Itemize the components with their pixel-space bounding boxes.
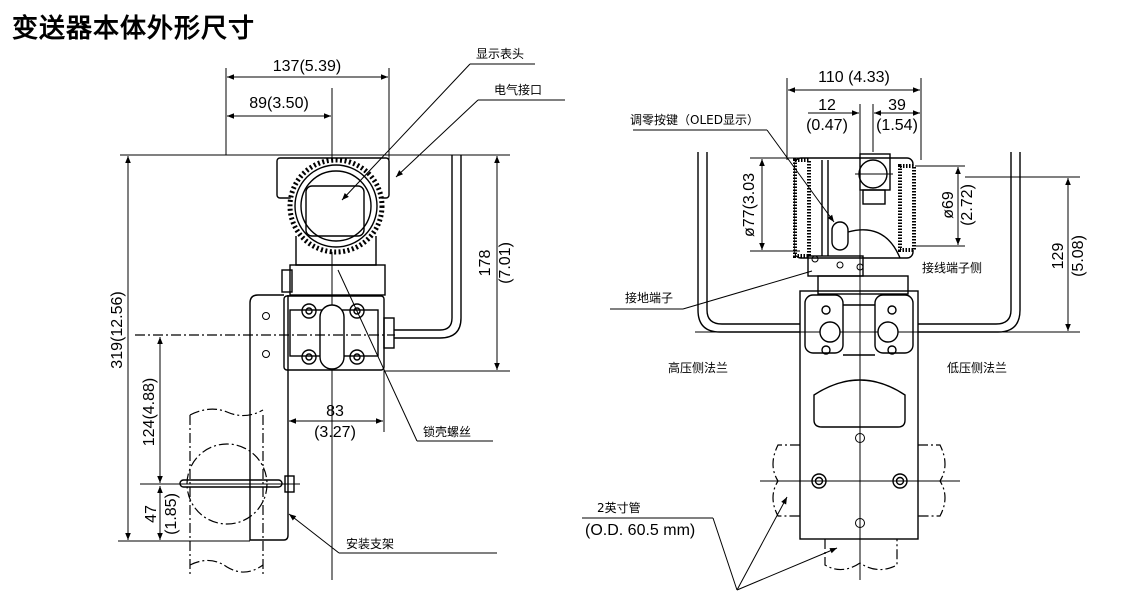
front-bracket-plate bbox=[760, 290, 960, 540]
front-flanges bbox=[804, 294, 914, 356]
dim-front-height-value: 129 bbox=[1050, 243, 1067, 270]
dim-front-height: 129 (5.08) bbox=[965, 176, 1087, 333]
front-pipe bbox=[772, 444, 946, 571]
dim-bracket-offset-inch: (3.27) bbox=[314, 424, 356, 441]
dim-total-height: 319(12.56) bbox=[109, 156, 250, 542]
callout-zero-button-label: 调零按键（OLED显示） bbox=[630, 113, 759, 127]
callout-high-pressure-label: 高压侧法兰 bbox=[668, 360, 728, 375]
dim-right-diameter-inch: (2.72) bbox=[959, 184, 976, 226]
dim-front-width-label: 110 (4.33) bbox=[818, 69, 890, 86]
callout-terminal-side-label: 接线端子侧 bbox=[922, 260, 982, 275]
callout-display-head-label: 显示表头 bbox=[476, 47, 524, 61]
dim-center-offset: 89(3.50) bbox=[227, 95, 331, 119]
dim-height-upper: 178 (7.01) bbox=[477, 156, 514, 370]
callout-high-pressure: 高压侧法兰 bbox=[668, 360, 728, 375]
callout-ground-terminal-label: 接地端子 bbox=[625, 290, 673, 305]
callout-display-head: 显示表头 bbox=[341, 47, 535, 201]
dim-right-offset-inch: (1.54) bbox=[876, 117, 918, 134]
dim-bottom-height-inch: (1.85) bbox=[163, 493, 180, 535]
dim-bracket-offset: 83 (3.27) bbox=[289, 370, 385, 441]
dim-bottom-height-value: 47 bbox=[143, 505, 160, 523]
front-housing bbox=[793, 153, 916, 295]
callout-lock-screw: 锁壳螺丝 bbox=[337, 269, 493, 442]
dim-right-offset: 39 (1.54) bbox=[874, 97, 920, 134]
dim-bottom-height: 47 (1.85) bbox=[143, 486, 180, 540]
dim-height-upper-inch: (7.01) bbox=[497, 242, 514, 284]
dim-left-offset: 12 (0.47) bbox=[806, 97, 859, 134]
front-view: 110 (4.33) 12 (0.47) 39 (1.54) bbox=[582, 69, 1087, 591]
callout-pipe: 2英寸管 (O.D. 60.5 mm) bbox=[582, 496, 838, 591]
callout-mounting-bracket: 安装支架 bbox=[288, 513, 497, 554]
display-head bbox=[276, 157, 390, 296]
dim-front-height-inch: (5.08) bbox=[1070, 235, 1087, 277]
callout-electrical-port: 电气接口 bbox=[395, 82, 565, 178]
dim-left-offset-value: 12 bbox=[818, 97, 836, 114]
dim-left-diameter: ø77(3.03 bbox=[741, 157, 800, 252]
callout-ground-terminal: 接地端子 bbox=[610, 270, 813, 310]
callout-pipe-od-label: (O.D. 60.5 mm) bbox=[585, 522, 695, 539]
callout-lock-screw-label: 锁壳螺丝 bbox=[423, 424, 471, 439]
side-pipe bbox=[140, 408, 300, 575]
dim-center-offset-label: 89(3.50) bbox=[249, 95, 309, 112]
dim-mid-height-label: 124(4.88) bbox=[141, 378, 158, 447]
dim-overall-width: 137(5.39) bbox=[227, 58, 388, 80]
callout-zero-button: 调零按键（OLED显示） bbox=[630, 113, 835, 223]
dim-front-width: 110 (4.33) bbox=[788, 69, 920, 93]
dim-right-diameter: ø69 (2.72) bbox=[915, 165, 976, 247]
dim-right-diameter-value: ø69 bbox=[940, 191, 957, 219]
dim-left-offset-inch: (0.47) bbox=[806, 117, 848, 134]
callout-low-pressure-label: 低压侧法兰 bbox=[947, 361, 1007, 375]
dim-mid-height: 124(4.88) bbox=[141, 337, 163, 483]
dim-left-diameter-label: ø77(3.03 bbox=[741, 173, 758, 237]
callout-electrical-port-label: 电气接口 bbox=[494, 82, 542, 97]
mounting-bracket bbox=[249, 294, 289, 541]
callout-low-pressure: 低压侧法兰 bbox=[947, 361, 1007, 375]
dim-overall-width-label: 137(5.39) bbox=[273, 58, 342, 75]
callout-mounting-bracket-label: 安装支架 bbox=[346, 536, 394, 551]
dim-right-offset-value: 39 bbox=[888, 97, 906, 114]
side-flange bbox=[283, 295, 395, 371]
side-view: 137(5.39) 89(3.50) bbox=[109, 47, 565, 580]
page-title: 变送器本体外形尺寸 bbox=[12, 14, 256, 44]
callout-pipe-size-label: 2英寸管 bbox=[597, 500, 641, 515]
dim-bracket-offset-value: 83 bbox=[326, 403, 344, 420]
callout-terminal-side: 接线端子侧 bbox=[922, 260, 982, 275]
dim-total-height-label: 319(12.56) bbox=[109, 291, 126, 368]
dim-height-upper-value: 178 bbox=[477, 250, 494, 277]
